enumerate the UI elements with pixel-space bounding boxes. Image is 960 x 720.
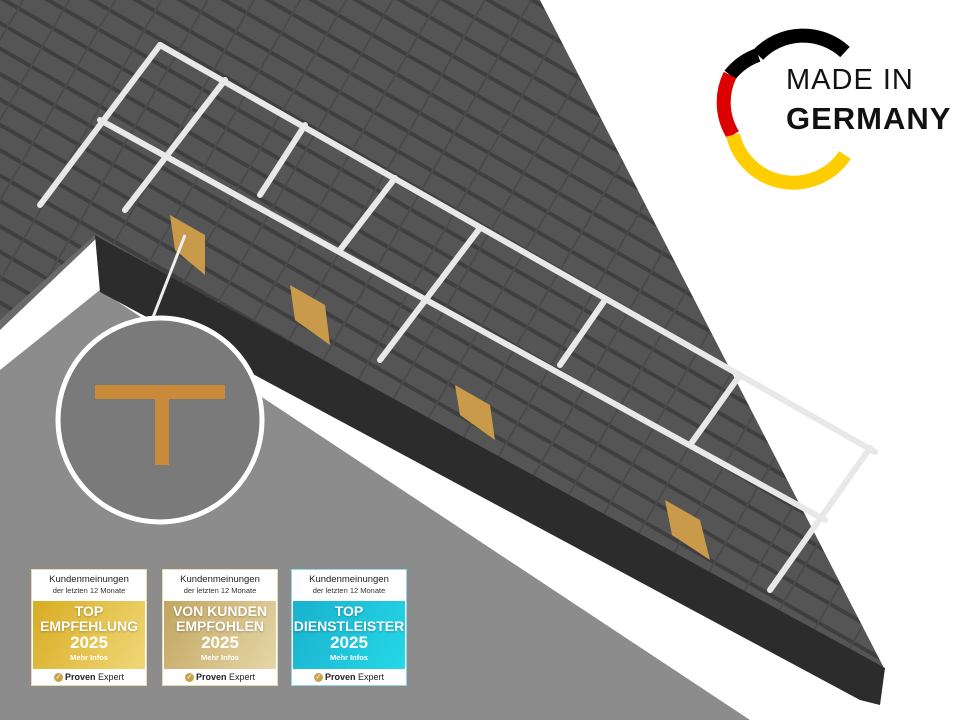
made-in-germany-ring [716, 28, 851, 190]
badge-header: Kundenmeinungen [180, 574, 260, 585]
brand-bold: Proven [195, 671, 227, 682]
brand: Expert [98, 671, 125, 682]
badge-title: TOP EMPFEHLUNG [40, 603, 138, 634]
badge-header: Kundenmeinungen [309, 574, 389, 585]
badge-year: 2025 [330, 633, 368, 652]
brand: Expert [229, 671, 256, 682]
callout-line [148, 234, 187, 326]
inset-beam-vertical [155, 385, 169, 465]
badge-header: Kundenmeinungen [49, 574, 129, 585]
brand-bold: Proven [64, 671, 96, 682]
roof-brackets [170, 215, 710, 560]
badge-year: 2025 [70, 633, 108, 652]
roof-tiles [0, 0, 885, 670]
brand: Expert [358, 671, 385, 682]
badge-top-empfehlung[interactable]: Kundenmeinungen der letzten 12 Monate TO… [31, 569, 147, 686]
logo-germany: GERMANY [786, 101, 952, 136]
check-icon: ✓ [53, 673, 63, 682]
logo-made-in: MADE IN [786, 64, 914, 96]
badge-von-kunden-empfohlen[interactable]: Kundenmeinungen der letzten 12 Monate VO… [162, 569, 278, 686]
badge-more-link[interactable]: Mehr Infos [70, 653, 108, 662]
check-icon: ✓ [184, 673, 194, 682]
badge-subheader: der letzten 12 Monate [183, 586, 257, 595]
fascia [95, 235, 885, 705]
railing [37, 42, 878, 593]
badge-top-dienstleister[interactable]: Kundenmeinungen der letzten 12 Monate TO… [291, 569, 407, 686]
badge-title: TOP DIENSTLEISTER [293, 603, 405, 634]
badge-subheader: der letzten 12 Monate [52, 586, 126, 595]
badge-year: 2025 [201, 633, 239, 652]
check-icon: ✓ [313, 673, 323, 682]
badge-more-link[interactable]: Mehr Infos [201, 653, 239, 662]
badge-title: VON KUNDEN EMPFOHLEN [172, 603, 268, 634]
brand-bold: Proven [324, 671, 356, 682]
badge-more-link[interactable]: Mehr Infos [330, 653, 368, 662]
badge-subheader: der letzten 12 Monate [312, 586, 386, 595]
